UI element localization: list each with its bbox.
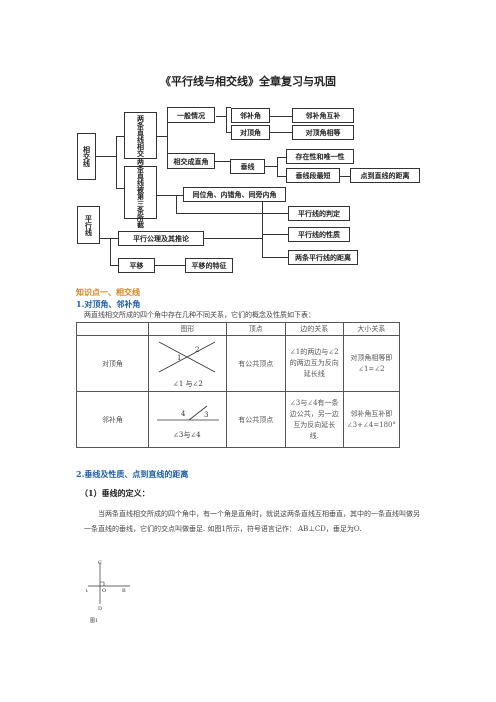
subheading-2a: （1）垂线的定义： [80, 488, 150, 498]
mm-angles: 同位角、内错角、同旁内角 [183, 187, 286, 202]
row-size: 邻补角互补即∠3+∠4=180° [342, 391, 401, 448]
table-row: 邻补角 4 3 ∠3与∠4 有公共顶点 ∠3与∠4有一条边公共，另一边互为反向延… [76, 391, 401, 448]
header-vertex: 顶点 [225, 322, 286, 336]
subheading-1: 1.对顶角、邻补角 [76, 299, 141, 309]
row-name: 邻补角 [76, 391, 149, 448]
properties-table: 图形 顶点 边的关系 大小关系 对顶角 1 2 ∠1 与∠2 有公共顶点 ∠1的… [76, 322, 401, 448]
mm-vertical-prop: 对顶角相等 [292, 125, 354, 140]
mm-adjacent-supp-prop: 邻补角互补 [292, 108, 354, 123]
figure-1-caption: 图1 [90, 618, 98, 624]
label-A: A [86, 588, 88, 594]
row-vertex: 有公共顶点 [225, 391, 286, 448]
angle-label-1: 1 [177, 354, 181, 362]
mm-unique: 存在性和唯一性 [286, 149, 354, 164]
angle-label-2: 2 [195, 346, 199, 354]
mm-dist-parallel: 两条平行线的距离 [288, 250, 358, 265]
label-B: B [122, 588, 126, 594]
mm-two-lines: 两条直线相交 [124, 112, 157, 159]
section-heading-1: 知识点一、相交线 [76, 287, 140, 297]
mm-perp-intersect: 相交成直角 [167, 153, 215, 169]
header-edge: 边的关系 [284, 322, 344, 336]
header-figure: 图形 [147, 322, 227, 336]
angle-label-4: 4 [181, 410, 186, 418]
row-edge: ∠1的两边与∠2的两边互为反向延长线 [284, 335, 344, 392]
mm-three-lines: 两条直线被第三条所截 [124, 158, 157, 228]
mm-point-line-dist: 点到直线的距离 [350, 168, 420, 183]
mm-props: 平行线的性质 [288, 227, 350, 242]
figure-adjacent-supp: 4 3 ∠3与∠4 [147, 391, 227, 448]
mm-adjacent-supp: 邻补角 [231, 108, 270, 123]
mm-axiom: 平行公理及其推论 [118, 231, 204, 246]
intro-text: 两直线相交所成的四个角中存在几种不同关系，它们的概念及性质如下表： [84, 311, 315, 319]
label-O: O [102, 588, 106, 594]
mm-vertical: 对顶角 [231, 125, 270, 140]
mm-root-parallel: 平行线 [77, 206, 100, 244]
header-size: 大小关系 [342, 322, 401, 336]
subheading-2: 2.垂线及性质、点到直线的距离 [76, 469, 189, 479]
label-D: D [98, 606, 102, 612]
page-title: 《平行线与相交线》全章复习与巩固 [160, 75, 336, 88]
figure-caption: ∠3与∠4 [173, 431, 201, 439]
adjacent-supp-diagram: 4 3 ∠3与∠4 [156, 405, 219, 439]
label-C: C [98, 560, 102, 566]
mm-translate: 平移 [118, 258, 155, 273]
table-row: 对顶角 1 2 ∠1 与∠2 有公共顶点 ∠1的两边与∠2的两边互为反向延长线 … [76, 335, 401, 392]
mm-judge: 平行线的判定 [288, 206, 350, 221]
mm-perpendicular: 垂线 [230, 159, 265, 174]
mm-root-intersect: 相交线 [77, 133, 96, 180]
row-vertex: 有公共顶点 [225, 335, 286, 392]
table-header-row: 图形 顶点 边的关系 大小关系 [76, 322, 401, 336]
mm-translate-feat: 平移的特征 [185, 258, 233, 273]
row-size: 对顶角相等即∠1=∠2 [342, 335, 401, 392]
vertical-angles-diagram: 1 2 ∠1 与∠2 [158, 341, 216, 388]
figure-vertical-angles: 1 2 ∠1 与∠2 [147, 335, 227, 392]
figure-1-perpendicular: C A O B D 图1 [86, 560, 130, 624]
figure-caption: ∠1 与∠2 [173, 380, 203, 388]
mm-general: 一般情况 [167, 107, 215, 123]
mm-shortest: 垂线段最短 [286, 168, 340, 183]
definition-paragraph: 当两条直线相交所成的四个角中，有一个角是直角时，就说这两条直线互相垂直，其中的一… [84, 510, 420, 533]
angle-label-3: 3 [204, 411, 208, 419]
row-edge: ∠3与∠4有一条边公共，另一边互为反向延长线. [284, 391, 344, 448]
row-name: 对顶角 [76, 335, 149, 392]
